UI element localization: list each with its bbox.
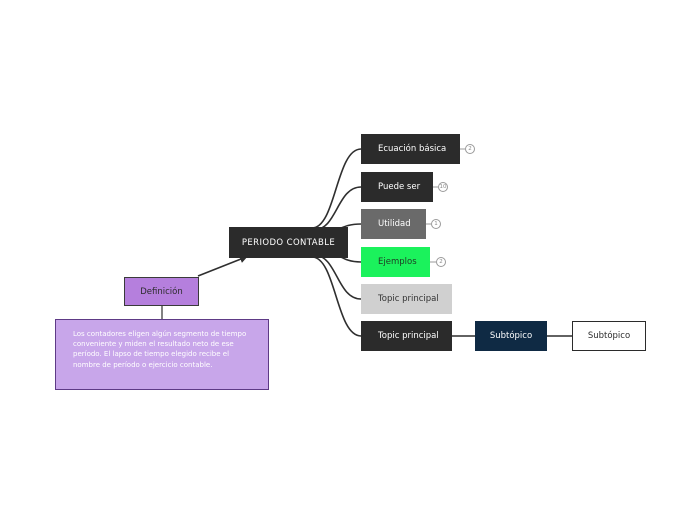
definition-arrow [197, 255, 248, 277]
definition-note[interactable]: Los contadores eligen algún segmento de … [55, 319, 269, 390]
badge-utilidad[interactable]: 1 [431, 219, 441, 229]
subtopic-navy[interactable]: Subtópico [475, 321, 547, 351]
branch-topic-principal-dark[interactable]: Topic principal [361, 321, 452, 351]
branch-ejemplos[interactable]: Ejemplos [361, 247, 430, 277]
branch-puede-ser[interactable]: Puede ser [361, 172, 433, 202]
subtopic-white[interactable]: Subtópico [572, 321, 646, 351]
badge-ecuacion-basica[interactable]: 2 [465, 144, 475, 154]
branch-ecuacion-basica[interactable]: Ecuación básica [361, 134, 460, 164]
branch-topic-principal-light[interactable]: Topic principal [361, 284, 452, 314]
connector-ecuacion [311, 148, 362, 229]
badge-ejemplos[interactable]: 2 [436, 257, 446, 267]
root-node[interactable]: PERIODO CONTABLE [229, 227, 348, 258]
definition-node[interactable]: Definición [124, 277, 199, 306]
connector-topic-dark [311, 256, 362, 337]
branch-utilidad[interactable]: Utilidad [361, 209, 426, 239]
badge-puede-ser[interactable]: 10 [438, 182, 448, 192]
